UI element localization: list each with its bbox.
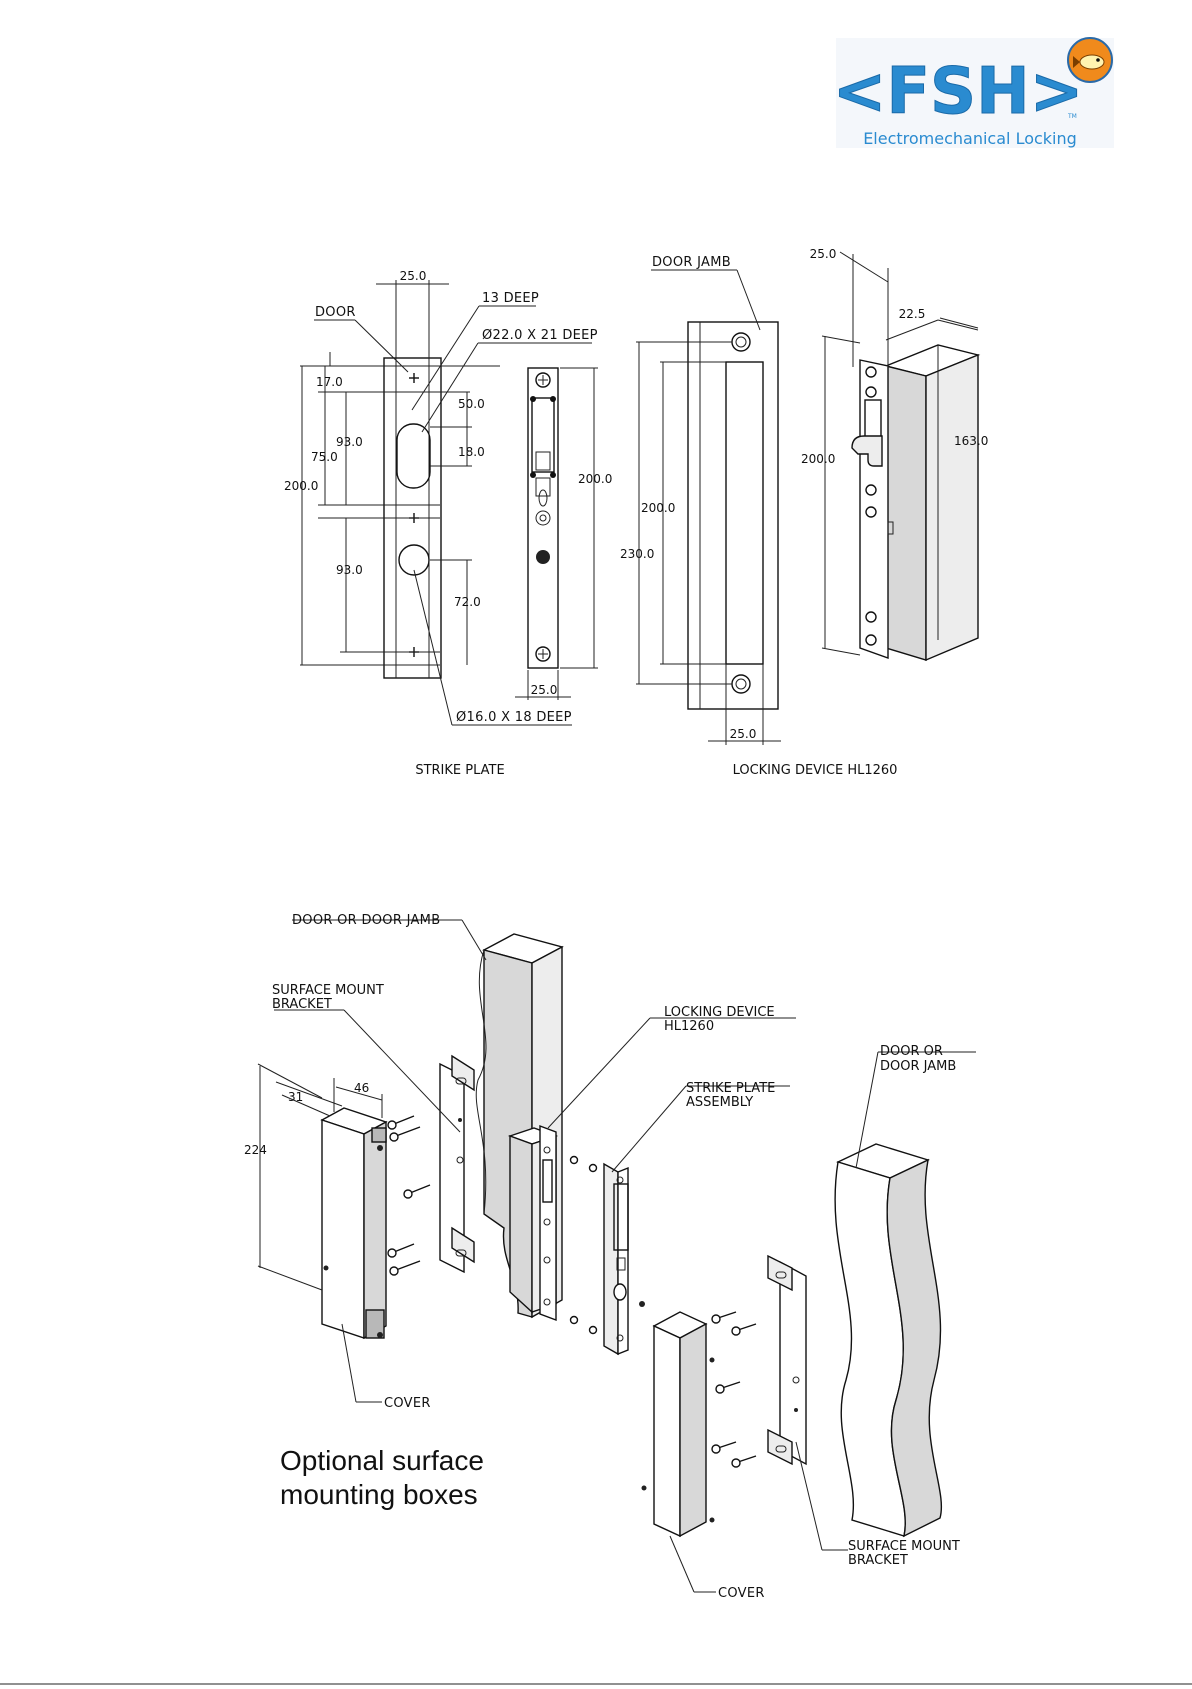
- screws-middle: [569, 1155, 645, 1335]
- label-cover-right: COVER: [718, 1586, 765, 1601]
- screws-right: [711, 1311, 757, 1468]
- label-hole-22: Ø22.0 X 21 DEEP: [482, 328, 598, 343]
- strike-plate-assembly: [603, 1162, 629, 1356]
- dim-200-left: 200.0: [284, 479, 318, 493]
- dim-depth: 22.5: [899, 307, 926, 321]
- label-locking-device: LOCKING DEVICE HL1260: [664, 1006, 775, 1034]
- dim-200-front: 200.0: [801, 452, 835, 466]
- lock-pocket: [725, 361, 764, 665]
- fsh-logo: <FSH> Electromechanical Locking TM: [832, 37, 1114, 148]
- dim-72: 72.0: [454, 595, 481, 609]
- dim-31: 31: [288, 1090, 303, 1104]
- dim-50: 50.0: [458, 397, 485, 411]
- dim-front-width: 25.0: [810, 247, 837, 261]
- label-door: DOOR: [315, 305, 356, 320]
- lock-latch: [851, 435, 883, 467]
- dim-plate-width: 25.0: [531, 683, 558, 697]
- label-door-or-jamb-right: DOOR OR DOOR JAMB: [880, 1044, 957, 1074]
- label-surface-mount-bracket-right-box: SURFACE MOUNT BRACKET: [848, 1540, 960, 1568]
- optional-boxes-caption: Optional surface mounting boxes: [280, 1445, 484, 1510]
- exploded-assembly-view: 224 31 46: [244, 913, 976, 1601]
- label-surface-mount-bracket-left-box: SURFACE MOUNT BRACKET: [272, 984, 384, 1012]
- label-door-jamb: DOOR JAMB: [652, 255, 731, 270]
- dim-163: 163.0: [954, 434, 988, 448]
- dim-width-top: 25.0: [400, 269, 427, 283]
- dim-17: 17.0: [316, 375, 343, 389]
- dim-plate-length: 200.0: [578, 472, 612, 486]
- strike-plate-drawing: 25.0 17.0 93.0 75.0 200.0 93.0 50.0 18.0…: [284, 269, 612, 778]
- label-cover-left: COVER: [384, 1396, 431, 1411]
- locking-device-exploded: [507, 1124, 559, 1322]
- dim-230: 230.0: [620, 547, 654, 561]
- logo-wordmark: <FSH>: [833, 55, 1084, 129]
- dim-93-top: 93.0: [336, 435, 363, 449]
- caption-strike-plate: STRIKE PLATE: [415, 763, 504, 778]
- label-13-deep: 13 DEEP: [482, 291, 539, 306]
- optional-boxes-caption-box: Optional surface mounting boxes: [280, 1445, 484, 1510]
- dim-46: 46: [354, 1081, 369, 1095]
- dim-75: 75.0: [311, 450, 338, 464]
- label-surface-mount-bracket-right: SURFACE MOUNT BRACKET: [848, 1540, 960, 1568]
- label-surface-mount-bracket-left: SURFACE MOUNT BRACKET: [272, 984, 384, 1012]
- dim-18: 18.0: [458, 445, 485, 459]
- label-hole-16: Ø16.0 X 18 DEEP: [456, 710, 572, 725]
- fish-icon: [1067, 37, 1113, 83]
- trademark-mark: TM: [1067, 113, 1077, 120]
- door-jamb-section: [687, 321, 779, 710]
- bolt-slot: [396, 423, 431, 489]
- cover-right-front: [653, 1324, 681, 1538]
- label-door-or-jamb-top: DOOR OR DOOR JAMB: [292, 913, 440, 928]
- label-strike-plate-assembly-box: STRIKE PLATE ASSEMBLY: [686, 1082, 776, 1110]
- cover-left-front: [321, 1119, 365, 1339]
- dim-224: 224: [244, 1143, 267, 1157]
- surface-mount-bracket-left: [439, 1054, 475, 1274]
- logo-tagline: Electromechanical Locking: [863, 129, 1077, 148]
- dim-200-jamb: 200.0: [641, 501, 675, 515]
- bolt-hole: [398, 544, 430, 576]
- label-door-or-jamb-right-box: DOOR OR DOOR JAMB: [880, 1044, 957, 1074]
- label-strike-plate-assembly: STRIKE PLATE ASSEMBLY: [686, 1082, 776, 1110]
- screws-left: [387, 1115, 431, 1276]
- strike-plate-front: [527, 367, 559, 669]
- label-locking-device-box: LOCKING DEVICE HL1260: [664, 1006, 775, 1034]
- caption-locking-device: LOCKING DEVICE HL1260: [733, 763, 898, 778]
- dim-jamb-width: 25.0: [730, 727, 757, 741]
- locking-device-drawing: 200.0 230.0 25.0 DOOR JAMB 25.0 22.5: [620, 247, 988, 778]
- surface-mount-bracket-right: [767, 1254, 807, 1466]
- dim-93-bottom: 93.0: [336, 563, 363, 577]
